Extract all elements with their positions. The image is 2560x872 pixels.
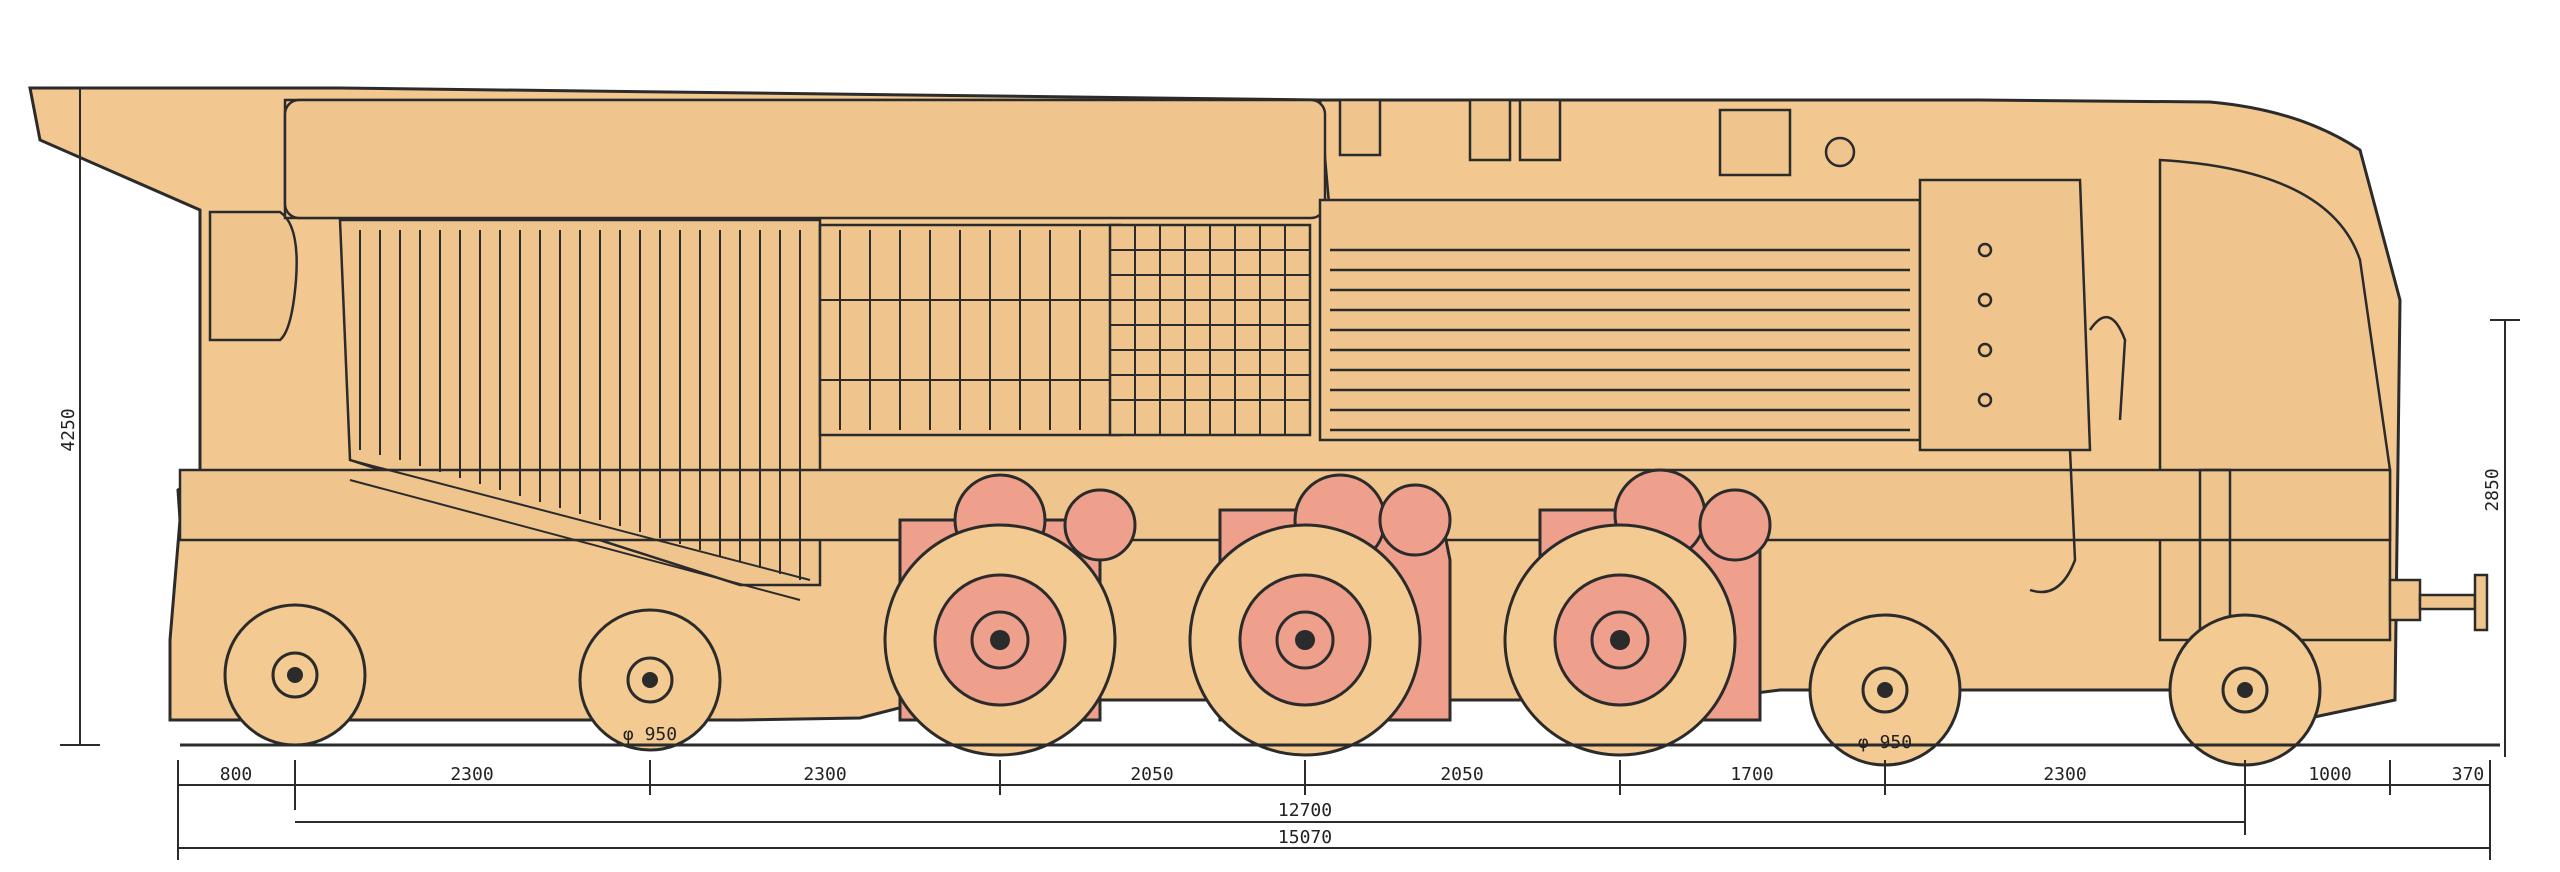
- leading-truck-wheel-label: φ 950: [1858, 732, 1912, 753]
- wheelbase-label: 12700: [1278, 800, 1332, 821]
- dim-2050-b: 2050: [1440, 764, 1483, 785]
- wheelbase-dimension: 12700: [295, 800, 2245, 823]
- driving-wheel-2: [1188, 523, 1422, 757]
- height-dimension: 4250: [58, 87, 100, 746]
- driving-wheel-1: [883, 523, 1117, 757]
- driving-wheel-3: [1503, 523, 1737, 757]
- combustion-chamber: [820, 230, 1110, 430]
- rear-truck-wheel-1: [223, 603, 367, 747]
- boiler-tubes: [1330, 248, 1910, 432]
- dim-2300-a: 2300: [450, 764, 493, 785]
- firebox-grate: [349, 230, 811, 601]
- front-height-label: 2850: [2482, 468, 2503, 511]
- dim-2050-a: 2050: [1130, 764, 1173, 785]
- dim-1000: 1000: [2308, 764, 2351, 785]
- dim-1700: 1700: [1730, 764, 1773, 785]
- front-height-dimension: 2850: [2482, 319, 2520, 757]
- rear-truck-wheel-2: [578, 608, 722, 752]
- dimension-row-1: 800 2300 2300 2050 2050 1700 2300 1000 3…: [177, 760, 2491, 860]
- dim-2300-c: 2300: [2043, 764, 2086, 785]
- dim-370: 370: [2452, 764, 2485, 785]
- dim-800: 800: [220, 764, 253, 785]
- superheater-header: [1977, 242, 2232, 632]
- front-coupler: [2388, 573, 2489, 632]
- height-label: 4250: [58, 408, 79, 451]
- rear-truck-wheel-label: φ 950: [623, 724, 677, 745]
- dim-2300-b: 2300: [803, 764, 846, 785]
- leading-truck-wheel-2: [2168, 613, 2322, 767]
- checker-tubesheet: [1110, 225, 1310, 435]
- top-fittings: [1338, 98, 1856, 177]
- overall-length-dimension: 15070: [178, 827, 2490, 849]
- overall-length-label: 15070: [1278, 827, 1332, 848]
